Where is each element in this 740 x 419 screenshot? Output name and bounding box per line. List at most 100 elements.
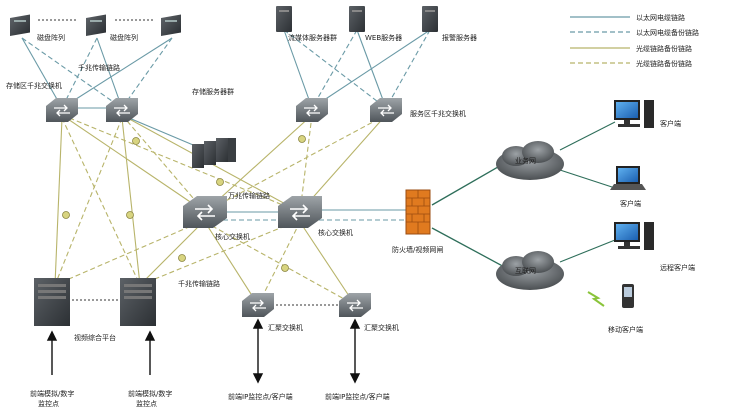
legend-eth-backup: 以太网电缆备份链路 [636, 28, 699, 37]
switch-icon [339, 293, 371, 317]
switch-icon [46, 98, 78, 122]
link-ssw1-vp1 [54, 117, 63, 286]
label-front-analog-2: 前端模拟/数字监控点 [128, 389, 172, 408]
link-ssw2-core1 [121, 114, 206, 213]
link-core2-agg2 [299, 221, 356, 306]
fiber-marker [132, 137, 140, 145]
link-svsw1-core1 [204, 114, 313, 213]
desktop-computer-icon [614, 100, 654, 128]
link-ssw2-vp2 [121, 117, 141, 286]
link-ssw1-core2 [61, 114, 301, 213]
core-switch-icon [278, 196, 322, 228]
disk-array-icon [161, 14, 181, 36]
link-core1-agg2 [204, 221, 356, 306]
link-web-sw1 [311, 29, 358, 109]
label-mobile-client: 移动客户端 [608, 325, 643, 334]
fiber-marker [298, 135, 306, 143]
legend-eth-main: 以太网电缆链路 [636, 13, 685, 22]
link-disk3-sw1 [61, 37, 173, 109]
label-front-ip-2: 前端IP监控点/客户端 [325, 392, 390, 401]
link-media-sw1 [283, 29, 313, 109]
switch-icon [242, 293, 274, 317]
disk-array-icon [10, 14, 30, 36]
core-switch-icon [183, 196, 227, 228]
label-10g-link: 万兆传输链路 [228, 191, 270, 200]
video-platform-chassis-icon [34, 278, 70, 326]
fiber-marker [126, 211, 134, 219]
server-tower-icon [276, 6, 292, 32]
label-core-switch-2: 核心交换机 [318, 228, 353, 237]
link-ssw2-vp1 [54, 117, 123, 286]
link-disk1-sw2 [21, 37, 123, 109]
label-front-ip-1: 前端IP监控点/客户端 [228, 392, 293, 401]
link-svsw1-core2 [299, 114, 313, 213]
server-tower-icon [349, 6, 365, 32]
link-core2-vp2 [139, 219, 301, 286]
fiber-marker [178, 254, 186, 262]
label-storage-switch: 存储区千兆交换机 [6, 81, 62, 90]
fiber-markers [62, 135, 306, 272]
label-remote-client: 远程客户端 [660, 263, 695, 272]
fiber-marker [62, 211, 70, 219]
disk-array-icon [86, 14, 106, 36]
label-internet: 互联网 [515, 266, 536, 275]
label-storage-server: 存储服务器群 [192, 87, 234, 96]
fiber-marker [281, 264, 289, 272]
label-alarm-server: 报警服务器 [442, 33, 477, 42]
label-video-platform: 视频综合平台 [74, 333, 116, 342]
arrowhead [46, 330, 58, 341]
arrowhead [144, 330, 156, 341]
label-front-analog-1: 前端模拟/数字监控点 [30, 389, 74, 408]
link-alarm-sw2 [385, 29, 431, 109]
labels: 磁盘阵列 磁盘阵列 千兆传输链路 存储区千兆交换机 存储服务器群 流媒体服务器群… [6, 33, 695, 408]
legend: 以太网电缆链路 以太网电缆备份链路 光缆链路备份链路 光缆链路备份链路 [570, 13, 699, 68]
link-svsw2-core1 [204, 114, 387, 213]
label-media-server: 流媒体服务器群 [288, 33, 337, 42]
cloud-icon [496, 141, 564, 180]
legend-fiber-backup: 光缆链路备份链路 [636, 59, 692, 68]
link-service-client1 [559, 121, 616, 151]
label-agg-switch-2: 汇聚交换机 [364, 323, 399, 332]
label-core-switch-1: 核心交换机 [215, 232, 250, 241]
cloud-icon [496, 251, 564, 290]
link-disk3-sw2 [121, 37, 173, 109]
label-firewall: 防火墙/视频网闸 [392, 245, 443, 254]
link-fw-internet [431, 227, 511, 271]
laptop-icon [610, 166, 646, 190]
arrowhead [252, 318, 264, 329]
label-agg-switch-1: 汇聚交换机 [268, 323, 303, 332]
label-service-net: 业务网 [515, 156, 536, 165]
fiber-marker [216, 178, 224, 186]
link-disk2-sw2 [96, 37, 123, 109]
arrowhead [252, 373, 264, 384]
link-alarm-sw1 [311, 29, 431, 109]
link-service-client2 [559, 169, 616, 189]
wireless-signal-icon [587, 291, 605, 307]
label-client-1: 客户端 [660, 119, 681, 128]
link-internet-remote [559, 239, 616, 263]
switch-icon [296, 98, 328, 122]
switch-icon [370, 98, 402, 122]
label-service-switch: 服务区千兆交换机 [410, 109, 466, 118]
label-disk-array-2: 磁盘阵列 [110, 33, 138, 42]
label-gigabit-link-top: 千兆传输链路 [78, 63, 120, 72]
arrowhead [349, 373, 361, 384]
mobile-phone-icon [622, 284, 634, 308]
firewall-icon [405, 189, 431, 235]
link-core1-vp2 [139, 219, 206, 286]
storage-server-group-icon [192, 138, 236, 168]
legend-fiber-main: 光缆链路备份链路 [636, 44, 692, 53]
label-web-server: WEB服务器 [365, 33, 402, 42]
link-core1-vp1 [54, 219, 206, 286]
label-gigabit-link-bottom: 千兆传输链路 [178, 279, 220, 288]
video-platform-chassis-icon [120, 278, 156, 326]
arrowhead [349, 318, 361, 329]
link-ssw-storage [121, 114, 206, 151]
link-ssw1-core1 [61, 114, 206, 213]
link-disk1-sw1 [21, 37, 63, 109]
server-tower-icon [422, 6, 438, 32]
bidirectional-arrows [46, 318, 361, 384]
desktop-computer-icon [614, 222, 654, 250]
link-core1-agg1 [204, 221, 259, 306]
